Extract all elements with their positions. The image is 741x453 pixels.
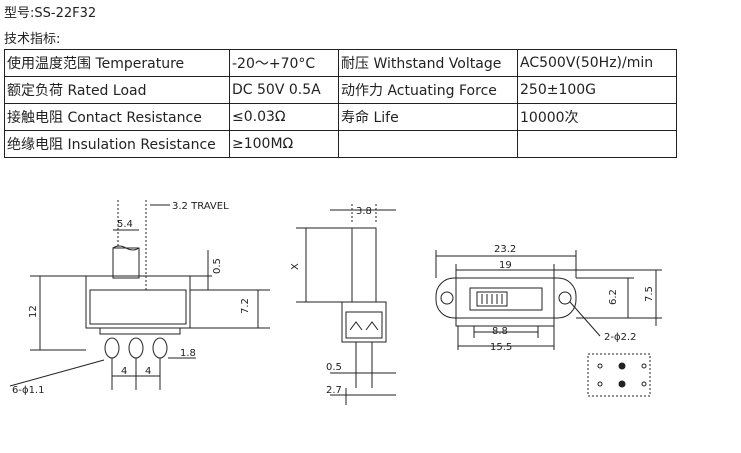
dim-label: 1.8	[180, 348, 196, 359]
spec-cell: ≤0.03Ω	[229, 103, 339, 131]
spec-cell: 使用温度范围 Temperature	[4, 49, 230, 77]
specs-heading: 技术指标:	[4, 32, 61, 47]
spec-cell: DC 50V 0.5A	[229, 76, 339, 104]
spec-cell: -20～+70°C	[229, 49, 339, 77]
dim-label: 5.4	[117, 219, 133, 230]
spec-cell: 绝缘电阻 Insulation Resistance	[4, 130, 230, 158]
specs-table: 使用温度范围 Temperature -20～+70°C 耐压 Withstan…	[4, 49, 677, 158]
dim-label: 12	[28, 305, 39, 318]
dim-label: 7.2	[240, 298, 251, 314]
dim-label: 4	[145, 366, 151, 377]
dim-label: 2.7	[326, 385, 342, 396]
spec-cell: 额定负荷 Rated Load	[4, 76, 230, 104]
dim-label: 0.5	[326, 362, 342, 373]
spec-cell: 动作力 Actuating Force	[338, 76, 518, 104]
dim-label: 4	[121, 366, 127, 377]
top-view	[435, 250, 662, 397]
dim-label: 19	[499, 260, 512, 271]
model-number: 型号:SS-22F32	[4, 6, 97, 21]
travel-label: 3.2 TRAVEL	[172, 201, 229, 212]
dim-label: 15.5	[490, 342, 512, 353]
spec-cell: AC500V(50Hz)/min	[517, 49, 677, 77]
spec-row: 使用温度范围 Temperature -20～+70°C 耐压 Withstan…	[4, 49, 677, 77]
pin-callout: 6-ϕ1.1	[12, 385, 44, 396]
spec-cell: 耐压 Withstand Voltage	[338, 49, 518, 77]
x-label: X	[290, 263, 301, 270]
spec-row: 接触电阻 Contact Resistance ≤0.03Ω 寿命 Life 1…	[4, 103, 677, 131]
dim-label: 3.8	[356, 206, 372, 217]
dimension-drawing: 3.2 TRAVEL 5.4 0.5 7.2 12 4 4 1.8 6-ϕ1.1…	[9, 200, 662, 405]
side-view	[9, 200, 270, 390]
spec-cell: 接触电阻 Contact Resistance	[4, 103, 230, 131]
spec-cell	[338, 130, 518, 158]
dim-label: 23.2	[494, 244, 516, 255]
front-view	[296, 204, 396, 405]
hole-callout: 2-ϕ2.2	[604, 332, 636, 343]
spec-cell: 250±100G	[517, 76, 677, 104]
spec-row: 额定负荷 Rated Load DC 50V 0.5A 动作力 Actuatin…	[4, 76, 677, 104]
spec-cell	[517, 130, 677, 158]
spec-cell: 寿命 Life	[338, 103, 518, 131]
spec-cell: ≥100MΩ	[229, 130, 339, 158]
dim-label: 6.2	[608, 289, 619, 305]
dim-label: 0.5	[212, 258, 223, 274]
dim-label: 8.8	[492, 326, 508, 337]
spec-cell: 10000次	[517, 103, 677, 131]
dim-label: 7.5	[644, 286, 655, 302]
spec-row: 绝缘电阻 Insulation Resistance ≥100MΩ	[4, 130, 677, 158]
